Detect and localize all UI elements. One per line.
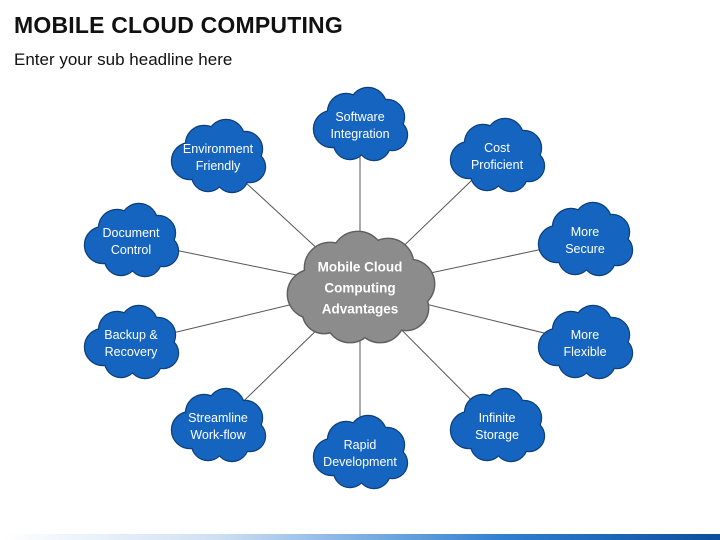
center-cloud-label-line: Advantages <box>322 302 399 317</box>
center-cloud-label-line: Computing <box>324 281 395 296</box>
cloud-label-infinite-storage-line: Storage <box>475 428 519 442</box>
cloud-label-streamline-workflow-line: Streamline <box>188 411 248 425</box>
cloud-node-rapid-development <box>312 414 409 490</box>
cloud-label-software-integration-line: Integration <box>330 127 389 141</box>
center-cloud-label-line: Mobile Cloud <box>318 260 403 275</box>
bottom-accent-bar <box>0 534 720 540</box>
cloud-node-document-control <box>83 202 180 278</box>
cloud-node-cost-proficient <box>449 117 546 193</box>
cloud-label-rapid-development-line: Development <box>323 455 397 469</box>
cloud-label-document-control-line: Document <box>103 226 160 240</box>
cloud-label-backup-recovery-line: Recovery <box>105 345 159 359</box>
cloud-label-more-secure-line: More <box>571 225 600 239</box>
cloud-label-streamline-workflow-line: Work-flow <box>190 428 246 442</box>
cloud-label-more-secure-line: Secure <box>565 242 605 256</box>
cloud-node-software-integration <box>312 86 409 162</box>
cloud-node-environment-friendly <box>170 118 267 194</box>
cloud-label-cost-proficient-line: Proficient <box>471 158 524 172</box>
cloud-label-infinite-storage-line: Infinite <box>479 411 516 425</box>
cloud-label-backup-recovery-line: Backup & <box>104 328 158 342</box>
cloud-node-more-secure <box>537 201 634 277</box>
cloud-label-environment-friendly-line: Friendly <box>196 159 241 173</box>
cloud-label-backup-recovery: Backup & Recovery <box>104 328 158 359</box>
cloud-label-more-flexible-line: More <box>571 328 600 342</box>
cloud-label-more-flexible-line: Flexible <box>563 345 606 359</box>
cloud-label-rapid-development-line: Rapid <box>344 438 377 452</box>
page-title: MOBILE CLOUD COMPUTING <box>14 12 343 38</box>
cloud-label-document-control-line: Control <box>111 243 151 257</box>
cloud-node-backup-recovery <box>83 304 180 380</box>
cloud-label-cost-proficient-line: Cost <box>484 141 510 155</box>
cloud-node-more-flexible <box>537 304 634 380</box>
cloud-label-environment-friendly-line: Environment <box>183 142 254 156</box>
cloud-node-streamline-workflow <box>170 387 267 463</box>
cloud-node-infinite-storage <box>449 387 546 463</box>
cloud-label-software-integration-line: Software <box>335 110 384 124</box>
page-subtitle: Enter your sub headline here <box>14 50 233 69</box>
